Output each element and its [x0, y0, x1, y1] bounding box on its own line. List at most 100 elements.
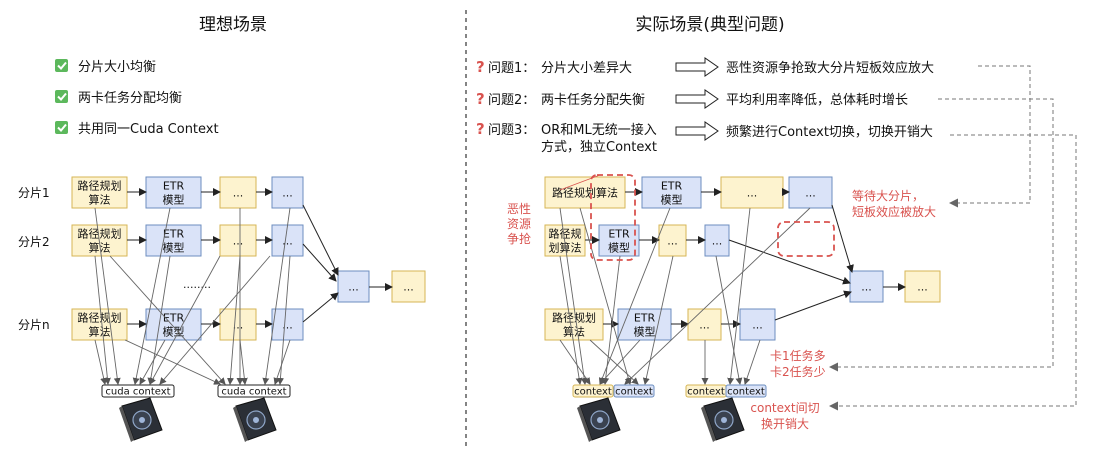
annotation-contention: 恶性 — [507, 202, 531, 216]
svg-text:ETR: ETR — [661, 179, 683, 192]
problem-desc: 两卡任务分配失衡 — [541, 92, 645, 108]
svg-text:...: ... — [747, 186, 758, 199]
output-node: ... — [904, 270, 941, 303]
svg-text:算法: 算法 — [89, 192, 111, 206]
svg-text:算法: 算法 — [563, 324, 585, 338]
cuda-context-2: cuda context — [217, 384, 291, 398]
svg-text:...: ... — [805, 186, 816, 199]
svg-text:模型: 模型 — [661, 192, 683, 206]
ellipsis-node: ... — [739, 308, 776, 341]
svg-text:...: ... — [233, 234, 244, 247]
svg-text:模型: 模型 — [163, 240, 185, 254]
gpu-card-icon — [577, 397, 621, 442]
arrow-icon — [675, 57, 719, 77]
check-item: 共用同一Cuda Context — [55, 121, 219, 137]
svg-text:...: ... — [712, 234, 723, 247]
problem-desc: 方式，独立Context — [541, 139, 657, 155]
path-planning-node: 路径规划算法 — [71, 176, 128, 209]
svg-text:ETR: ETR — [608, 227, 630, 240]
context-box: context — [613, 384, 655, 398]
path-planning-node: 路径规划算法 — [544, 308, 604, 341]
contention-highlights — [590, 174, 835, 261]
context-box: context — [725, 384, 767, 398]
ellipsis-node: ... — [271, 176, 304, 209]
svg-text:context: context — [574, 387, 612, 398]
path-planning-node: 路径规划算法 — [71, 224, 128, 257]
svg-text:路径规: 路径规 — [549, 226, 582, 240]
svg-text:模型: 模型 — [608, 240, 630, 254]
merge-node: ... — [849, 270, 884, 303]
svg-text:模型: 模型 — [163, 324, 185, 338]
ellipsis-node: ... — [219, 308, 257, 341]
ellipsis-node: ... — [271, 224, 304, 257]
annotation-contention: 争抢 — [507, 231, 531, 246]
problem-effect: 平均利用率降低，总体耗时增长 — [726, 92, 908, 108]
svg-text:ETR: ETR — [163, 179, 185, 192]
ellipsis-node: ... — [658, 224, 687, 257]
annotation-card: 卡2任务少 — [770, 364, 826, 379]
svg-text:路径规划算法: 路径规划算法 — [552, 185, 618, 199]
svg-text:模型: 模型 — [163, 192, 185, 206]
left-title: 理想场景 — [199, 15, 267, 35]
context-box: context — [572, 384, 614, 398]
svg-text:...: ... — [282, 234, 293, 247]
svg-text:...: ... — [699, 318, 710, 331]
question-icon: ? — [476, 120, 485, 138]
feedback-connectors — [829, 65, 1077, 411]
ellipsis-node: ... — [219, 176, 257, 209]
ellipsis-node: ... — [720, 176, 784, 209]
right-context-edges — [559, 207, 811, 385]
svg-text:...: ... — [348, 280, 359, 293]
arrow-icon — [675, 89, 719, 109]
ellipsis-node: ... — [219, 224, 257, 257]
annotation-switch: 换开销大 — [761, 417, 809, 431]
svg-text:...: ... — [403, 280, 414, 293]
svg-text:ETR: ETR — [634, 311, 656, 324]
problem-label: 问题1： — [488, 61, 535, 76]
svg-text:...: ... — [667, 234, 678, 247]
svg-text:context: context — [687, 387, 725, 398]
context-box: context — [685, 384, 727, 398]
check-icon — [55, 121, 68, 134]
svg-text:context: context — [727, 387, 765, 398]
problem-desc: 分片大小差异大 — [541, 61, 632, 76]
svg-text:算法: 算法 — [89, 324, 111, 338]
right-flow-edges — [585, 188, 906, 328]
shard-label: 分片1 — [18, 186, 50, 200]
path-planning-node: 路径规划算法 — [544, 176, 626, 209]
problem-label: 问题2： — [488, 93, 535, 108]
right-title: 实际场景(典型问题) — [635, 15, 784, 35]
check-text: 分片大小均衡 — [78, 60, 156, 75]
problem-item: ?问题1：分片大小差异大恶性资源争抢致大分片短板效应放大 — [476, 57, 934, 77]
svg-text:...: ... — [282, 318, 293, 331]
svg-text:路径规划: 路径规划 — [78, 178, 122, 192]
problem-desc: OR和ML无统一接入 — [541, 122, 657, 138]
annotation-wait: 等待大分片， — [852, 189, 924, 203]
ellipsis-node: ... — [271, 308, 304, 341]
check-text: 共用同一Cuda Context — [78, 122, 219, 137]
svg-text:context: context — [615, 387, 653, 398]
annotation-switch: context间切 — [750, 401, 819, 415]
svg-text:划算法: 划算法 — [549, 240, 582, 254]
annotation-wait: 短板效应被放大 — [852, 204, 936, 219]
ellipsis-node: ... — [704, 224, 730, 257]
svg-text:模型: 模型 — [634, 324, 656, 338]
gpu-card-icon — [701, 397, 745, 442]
problem-effect: 恶性资源争抢致大分片短板效应放大 — [726, 60, 934, 76]
svg-text:...: ... — [917, 280, 928, 293]
shard-label: 分片n — [18, 318, 50, 332]
problem-effect: 频繁进行Context切换，切换开销大 — [726, 124, 933, 140]
merge-node: ... — [337, 270, 370, 303]
check-text: 两卡任务分配均衡 — [78, 90, 182, 106]
left-flow-edges — [127, 188, 393, 328]
svg-text:算法: 算法 — [89, 240, 111, 254]
svg-text:路径规划: 路径规划 — [78, 226, 122, 240]
problem-item: ?问题2：两卡任务分配失衡平均利用率降低，总体耗时增长 — [476, 89, 908, 109]
shard-label: 分片2 — [18, 235, 50, 249]
